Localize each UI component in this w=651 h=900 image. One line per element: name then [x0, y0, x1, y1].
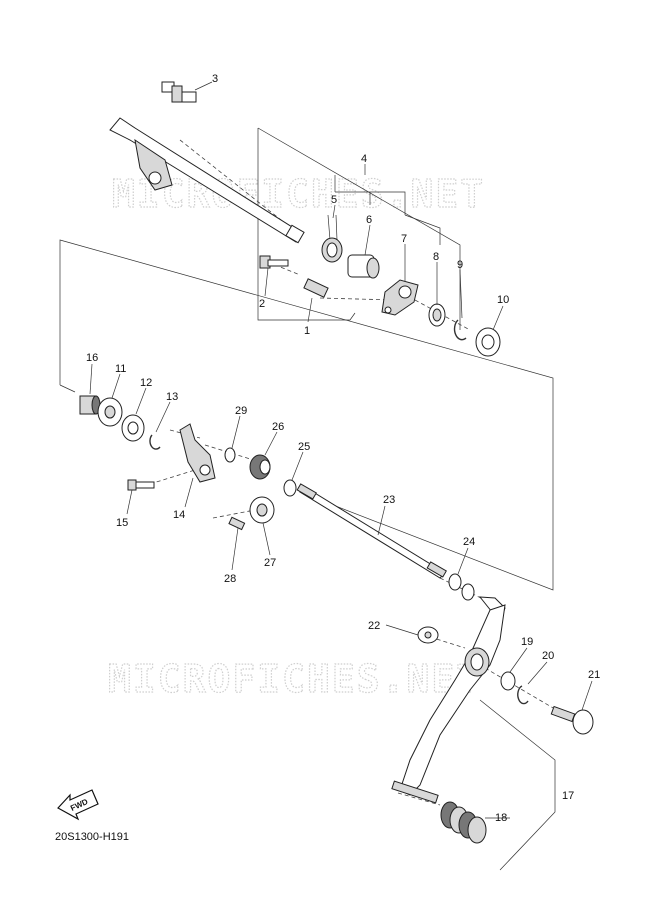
callout-7: 7 — [401, 233, 407, 245]
bracket-main-left — [59, 384, 76, 393]
part-21-bolt — [550, 705, 594, 735]
part-7-shift-arm — [381, 279, 419, 316]
part-1-pin — [303, 278, 329, 298]
watermark-top: MICROFICHES.NET — [112, 172, 485, 216]
callout-6: 6 — [366, 214, 372, 226]
axis-pedal-19 — [484, 667, 561, 713]
callout-11: 11 — [115, 363, 126, 375]
axis-pedal-tip — [397, 792, 441, 806]
part-3-bolt — [161, 81, 197, 103]
callout-19: 19 — [521, 636, 533, 648]
bracket-main-group — [59, 239, 554, 591]
axis-bolt28 — [212, 509, 256, 519]
part-26-gear-inner — [259, 459, 271, 475]
part-shift-shaft — [109, 117, 305, 244]
part-8-washer-inner — [432, 308, 442, 322]
callout-14: 14 — [173, 509, 185, 521]
part-17-shift-pedal — [391, 604, 506, 804]
callout-29: 29 — [235, 405, 247, 417]
part-20-circlip — [517, 685, 529, 705]
callout-26: 26 — [272, 421, 284, 433]
callout-23: 23 — [383, 494, 395, 506]
axis-bolt15 — [149, 469, 196, 485]
callout-27: 27 — [264, 557, 276, 569]
bracket-item-4c — [404, 214, 441, 245]
callout-9: 9 — [457, 259, 463, 271]
callout-24: 24 — [463, 536, 475, 548]
fwd-arrow-icon: FWD — [57, 789, 99, 821]
part-24-washer — [448, 573, 462, 591]
part-22-washer-inner — [424, 631, 432, 639]
leader-lines — [89, 81, 593, 819]
callout-4: 4 — [361, 153, 367, 165]
part-10-washer-inner — [481, 334, 495, 350]
bracket-upper-group — [257, 128, 356, 321]
part-28-bolt — [228, 516, 246, 531]
callout-18: 18 — [495, 812, 507, 824]
axis-shaft-to-bolt — [267, 261, 301, 276]
part-15-bolt — [127, 479, 155, 491]
bracket-item-4 — [335, 191, 406, 215]
part-16-bearing — [79, 395, 101, 415]
bracket-item-17 — [479, 699, 556, 871]
part-9-circlip — [453, 319, 467, 341]
part-11-seal-inner — [104, 405, 116, 419]
axis-pin — [319, 297, 396, 301]
part-19-washer — [500, 671, 516, 691]
part-2-bolt — [259, 255, 289, 269]
bracket-top-line — [257, 127, 461, 330]
callout-28: 28 — [224, 573, 236, 585]
callout-3: 3 — [212, 73, 218, 85]
callout-22: 22 — [368, 620, 380, 632]
part-6-collar — [347, 254, 380, 279]
part-12-washer-inner — [127, 421, 139, 435]
axis-pedal-22 — [429, 636, 466, 649]
callout-21: 21 — [588, 669, 600, 681]
callout-25: 25 — [298, 441, 310, 453]
part-5-spring — [321, 214, 343, 263]
callout-15: 15 — [116, 517, 128, 529]
callout-17: 17 — [562, 790, 574, 802]
callout-16: 16 — [86, 352, 98, 364]
part-23-shift-rod — [296, 483, 447, 579]
callout-2: 2 — [259, 298, 265, 310]
part-27-collar — [249, 496, 275, 524]
diagram-code: 20S1300-H191 — [55, 831, 129, 843]
callout-1: 1 — [304, 325, 310, 337]
callout-5: 5 — [331, 194, 337, 206]
callout-8: 8 — [433, 251, 439, 263]
part-29-washer — [224, 447, 236, 463]
callout-13: 13 — [166, 391, 178, 403]
part-13-circlip — [149, 434, 161, 450]
part-18-rubber — [440, 801, 487, 844]
axis-rod-24 — [439, 577, 486, 601]
callout-12: 12 — [140, 377, 152, 389]
callout-10: 10 — [497, 294, 509, 306]
part-14-lever — [179, 423, 216, 483]
part-25-washer — [283, 479, 297, 497]
callout-20: 20 — [542, 650, 554, 662]
watermark-bottom: MICROFICHES.NET — [108, 657, 481, 701]
